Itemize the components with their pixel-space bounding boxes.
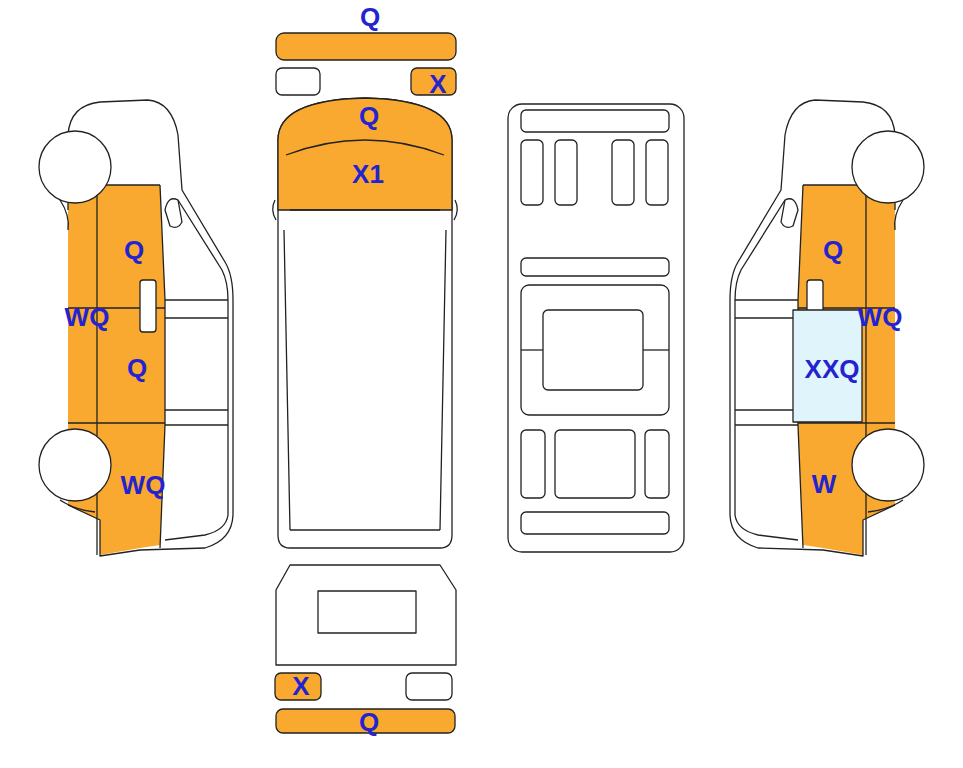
damage-code: Q [124, 237, 144, 263]
damage-code: WQ [65, 304, 110, 330]
damage-code: Q [359, 709, 379, 735]
damage-code: WQ [121, 472, 166, 498]
damage-code: Q [360, 4, 380, 30]
damage-code: X1 [352, 161, 384, 187]
damage-code: WQ [858, 304, 903, 330]
damage-code: X [292, 673, 309, 699]
damage-code: XXQ [805, 356, 860, 382]
damage-code: W [812, 471, 837, 497]
damage-code: Q [823, 237, 843, 263]
damage-code: Q [359, 103, 379, 129]
damage-code: X [429, 71, 446, 97]
damage-code: Q [127, 355, 147, 381]
